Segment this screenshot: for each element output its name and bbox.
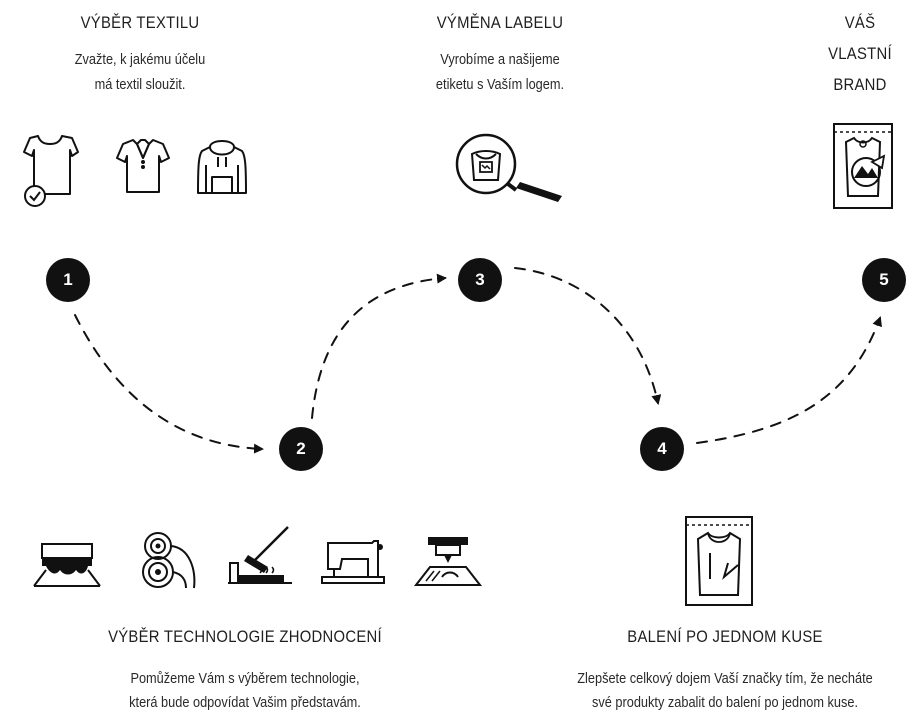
- step2-desc-line2: která bude odpovídat Vašim představám.: [129, 695, 361, 711]
- arrow-4-to-5: [696, 316, 882, 444]
- heat-press-icon: [226, 525, 296, 587]
- polo-shirt-icon: [115, 136, 171, 196]
- arrow-2-to-3: [311, 273, 447, 419]
- step3-badge: 3: [458, 258, 502, 302]
- step5-title-line1: VÁŠ: [844, 14, 876, 32]
- step1-badge: 1: [46, 258, 90, 302]
- step1-desc-line2: má textil sloužit.: [94, 77, 186, 93]
- arrow-1-to-2: [74, 314, 264, 454]
- bagged-shirt-icon: [684, 515, 754, 607]
- step4-title: BALENÍ PO JEDNOM KUSE: [627, 628, 823, 646]
- hoodie-icon: [196, 135, 248, 197]
- step2-desc-line1: Pomůžeme Vám s výběrem technologie,: [130, 671, 360, 687]
- step2-title: VÝBĚR TECHNOLOGIE ZHODNOCENÍ: [108, 628, 382, 646]
- step3-title: VÝMĚNA LABELU: [436, 14, 564, 32]
- magnifier-label-icon: [454, 132, 562, 202]
- branded-package-icon: [832, 122, 894, 210]
- dtg-printer-icon: [414, 537, 482, 589]
- step1-title: VÝBĚR TEXTILU: [80, 14, 200, 32]
- step2-badge: 2: [279, 427, 323, 471]
- step1-desc-line1: Zvažte, k jakému účelu: [74, 52, 206, 68]
- step5-title-line3: BRAND: [833, 76, 887, 94]
- screen-print-icon: [32, 540, 102, 590]
- step4-desc-line2: své produkty zabalit do balení po jednom…: [591, 695, 859, 711]
- tshirt-check-icon: [22, 132, 78, 208]
- step4-desc-line1: Zlepšete celkový dojem Vaší značky tím, …: [577, 671, 873, 687]
- step3-desc-line2: etiketu s Vaším logem.: [435, 77, 565, 93]
- step3-desc-line1: Vyrobíme a našijeme: [440, 52, 560, 68]
- sewing-machine-icon: [320, 533, 386, 587]
- arrow-3-to-4: [514, 267, 662, 405]
- step5-title-line2: VLASTNÍ: [828, 45, 892, 63]
- step5-badge: 5: [862, 258, 906, 302]
- step4-badge: 4: [640, 427, 684, 471]
- thread-spools-icon: [138, 530, 198, 590]
